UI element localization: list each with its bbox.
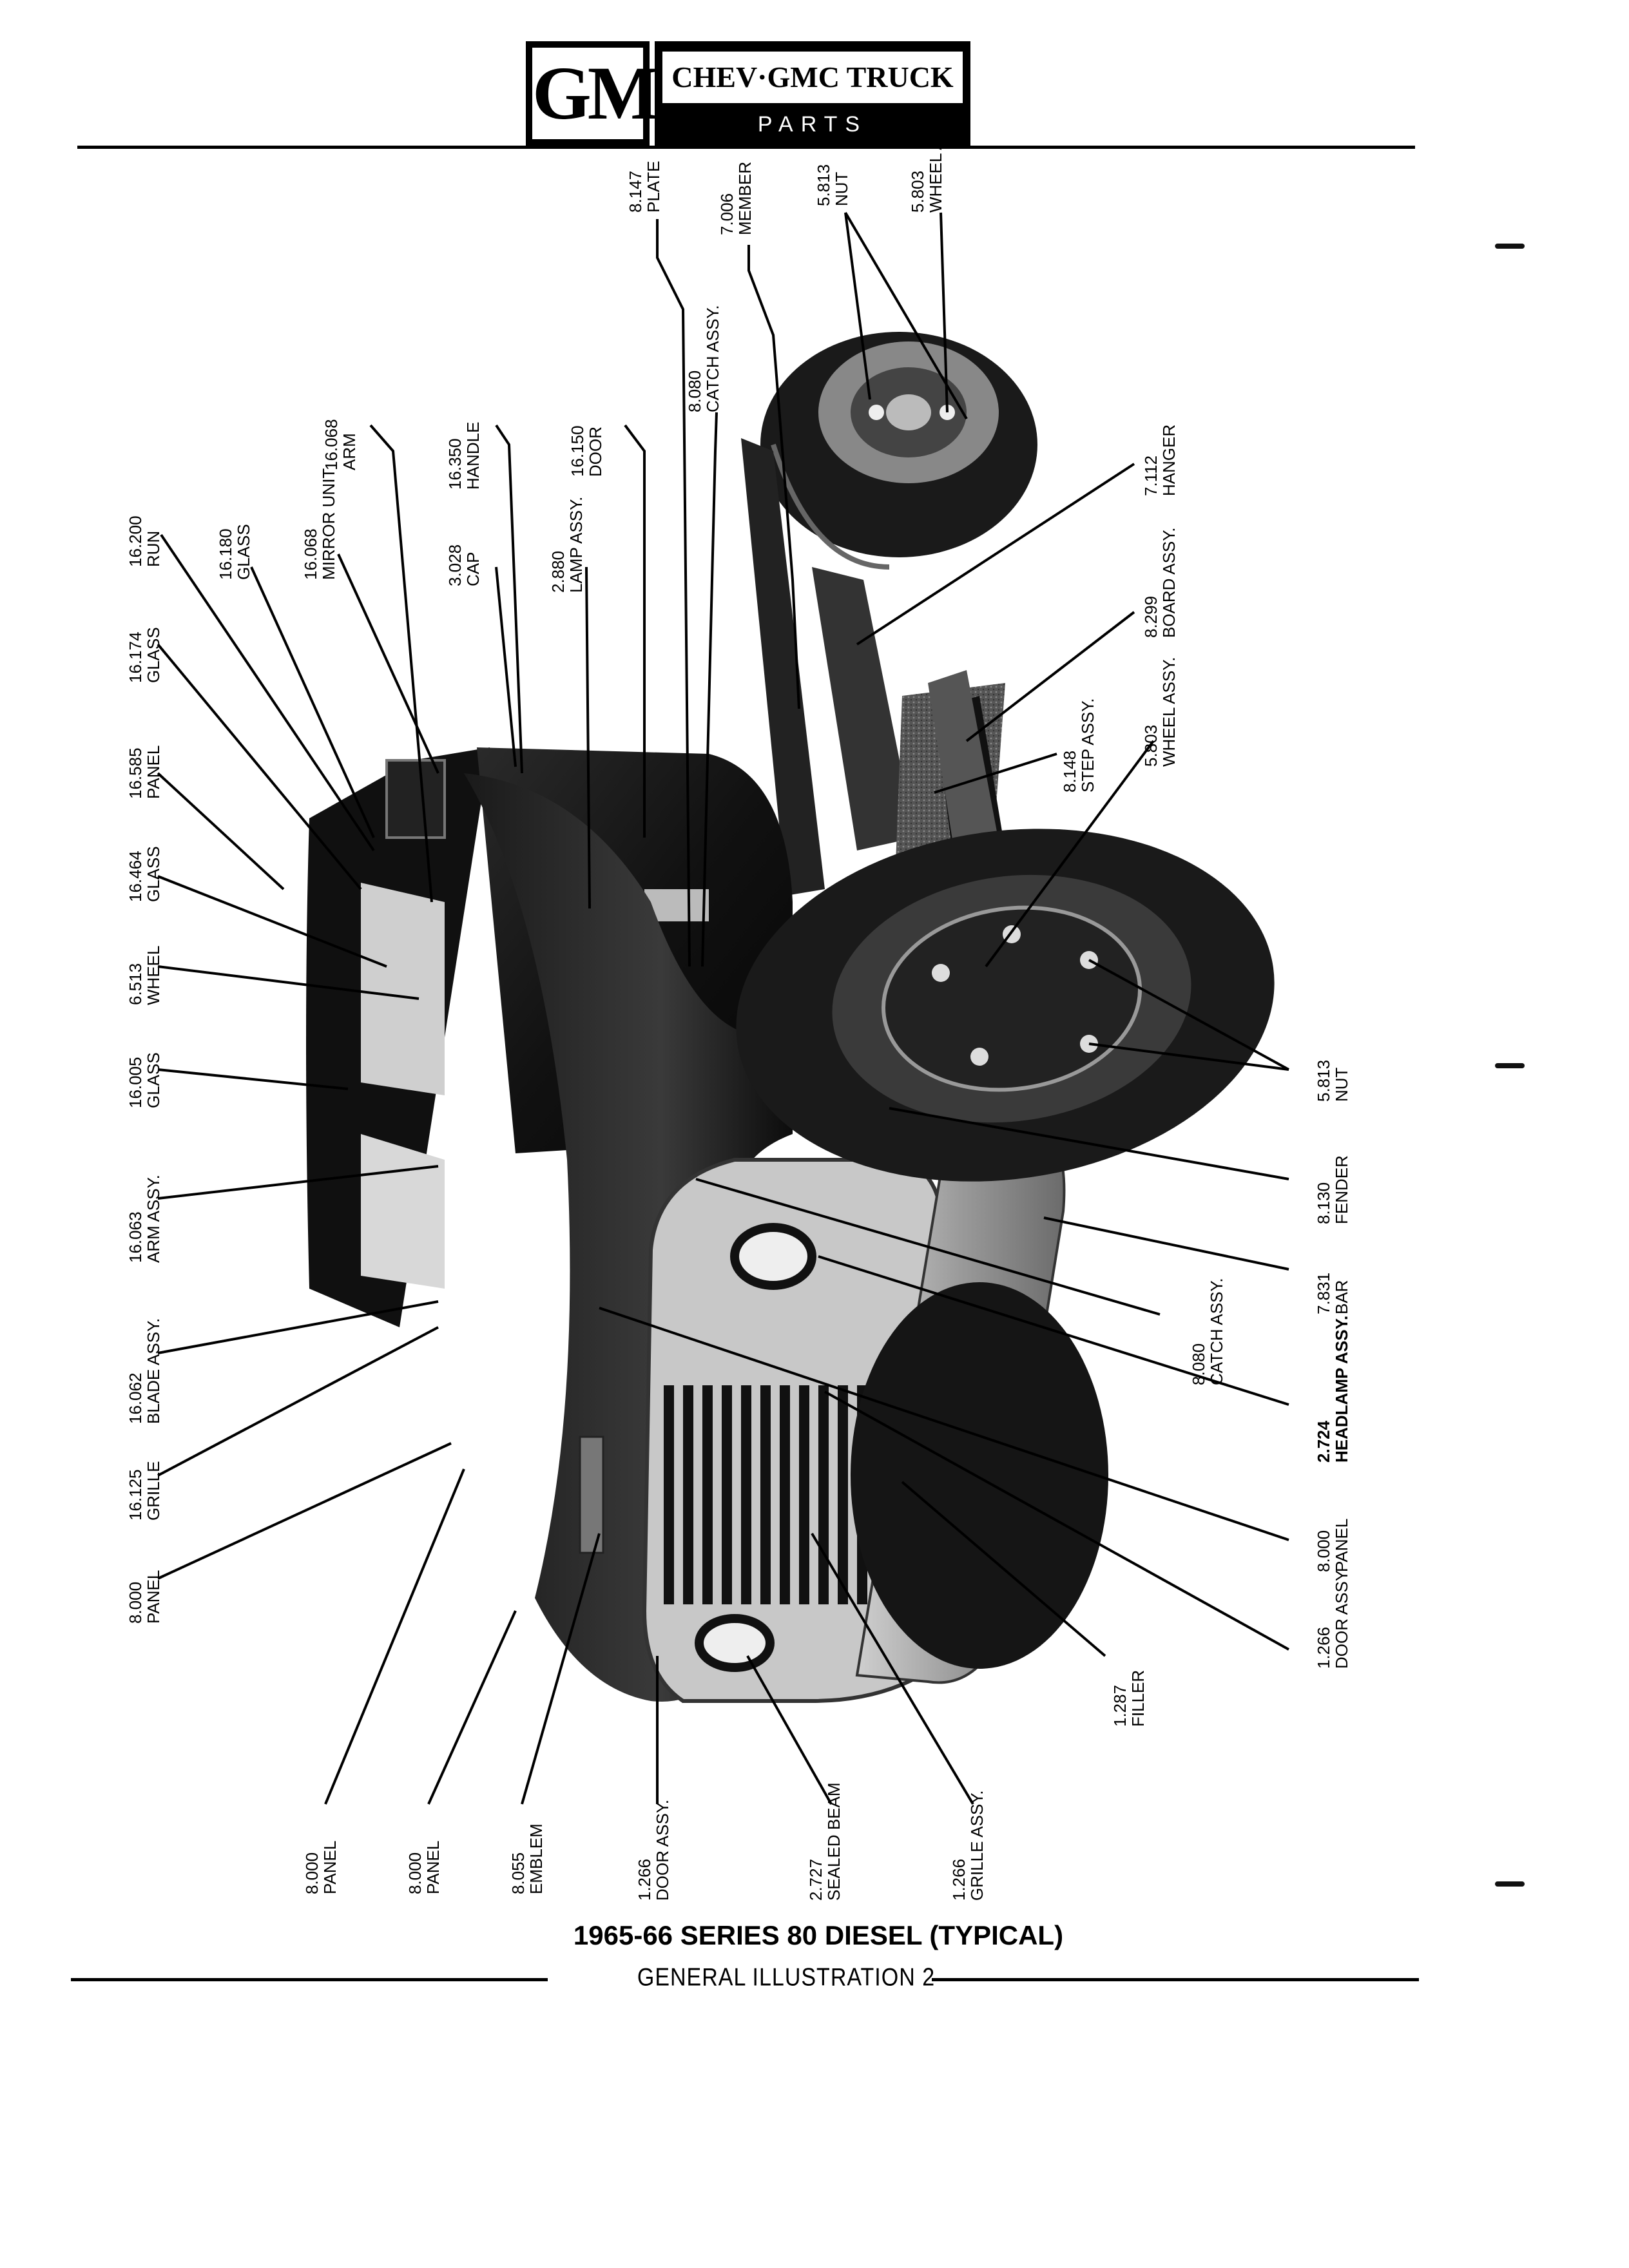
front-wheel-right: [736, 829, 1275, 1182]
binder-hole-mark-top: [1495, 244, 1525, 249]
illustration-subtitle: GENERAL ILLUSTRATION 2: [637, 1963, 936, 1992]
front-wheel-left: [851, 1282, 1108, 1669]
header-rule: [77, 146, 1415, 149]
gm-parts-catalogue-logo: GM CHEV·GMC TRUCK PARTS CATALOGUE: [526, 41, 970, 169]
rear-wheel: [760, 332, 1037, 570]
footer-rule-left: [71, 1978, 548, 1981]
binder-hole-mark-bottom: [1495, 1881, 1525, 1887]
gm-logo-mark: GM: [526, 41, 659, 146]
logo-title-text: CHEV·GMC TRUCK: [662, 52, 963, 103]
illustration-title: 1965-66 SERIES 80 DIESEL (TYPICAL): [573, 1920, 1064, 1950]
frame-rails: [741, 438, 1005, 896]
footer-rule-right: [932, 1978, 1419, 1981]
binder-hole-mark-middle: [1495, 1063, 1525, 1068]
gm-logo-text: GM: [532, 48, 659, 139]
leader-lines: [157, 211, 1289, 1805]
